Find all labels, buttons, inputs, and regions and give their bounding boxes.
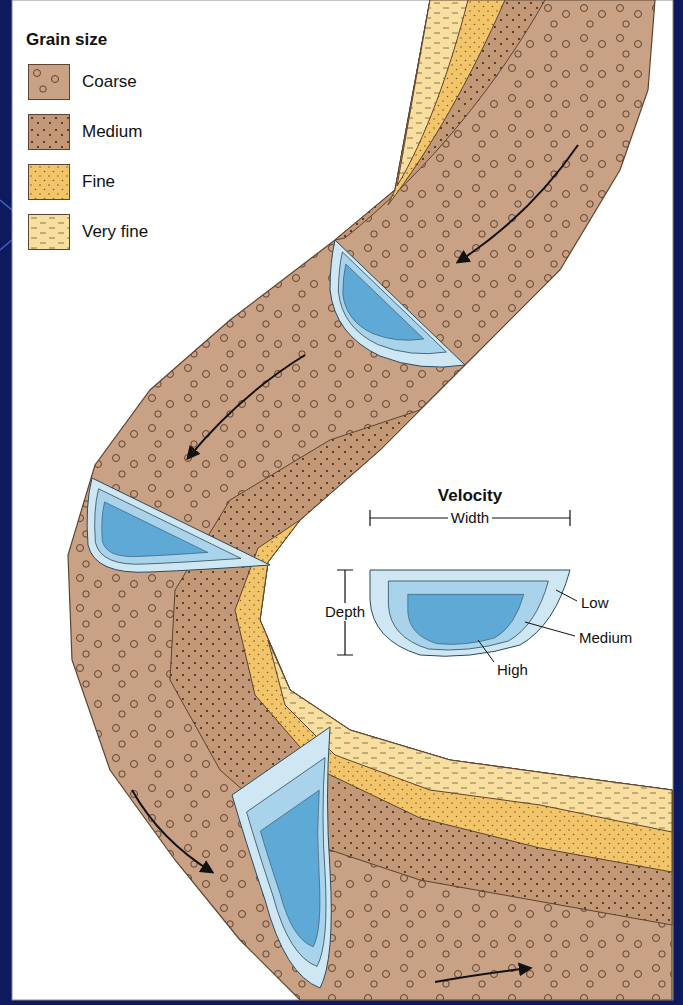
velocity-cross-section (87, 478, 270, 572)
velocity-label: Width (448, 509, 492, 526)
legend-heading: Grain size (26, 30, 107, 50)
legend-text: Medium (82, 122, 142, 142)
velocity-label: High (497, 661, 528, 678)
dimension-brackets (337, 510, 570, 655)
legend-swatch (28, 214, 70, 250)
velocity-label: Medium (579, 629, 632, 646)
legend-swatch (28, 114, 70, 150)
velocity-label: Depth (322, 603, 368, 620)
legend-text: Coarse (82, 72, 137, 92)
swatch-texture (29, 215, 69, 249)
legend-swatch (28, 164, 70, 200)
legend-text: Very fine (82, 222, 148, 242)
swatch-texture (29, 65, 69, 99)
figure-panel (12, 0, 673, 1000)
velocity-label: Low (581, 594, 609, 611)
swatch-texture (29, 165, 69, 199)
velocity-cross-section (232, 727, 331, 988)
top-bar-deposits (335, 0, 545, 240)
river-channel (68, 0, 672, 1000)
velocity-key-section (370, 570, 570, 656)
point-bar-deposits (170, 410, 672, 925)
legend-swatch (28, 64, 70, 100)
swatch-texture (29, 115, 69, 149)
leader-lines (478, 590, 577, 662)
velocity-cross-section (330, 240, 465, 367)
legend-text: Fine (82, 172, 115, 192)
legend-heading: Velocity (438, 486, 502, 506)
